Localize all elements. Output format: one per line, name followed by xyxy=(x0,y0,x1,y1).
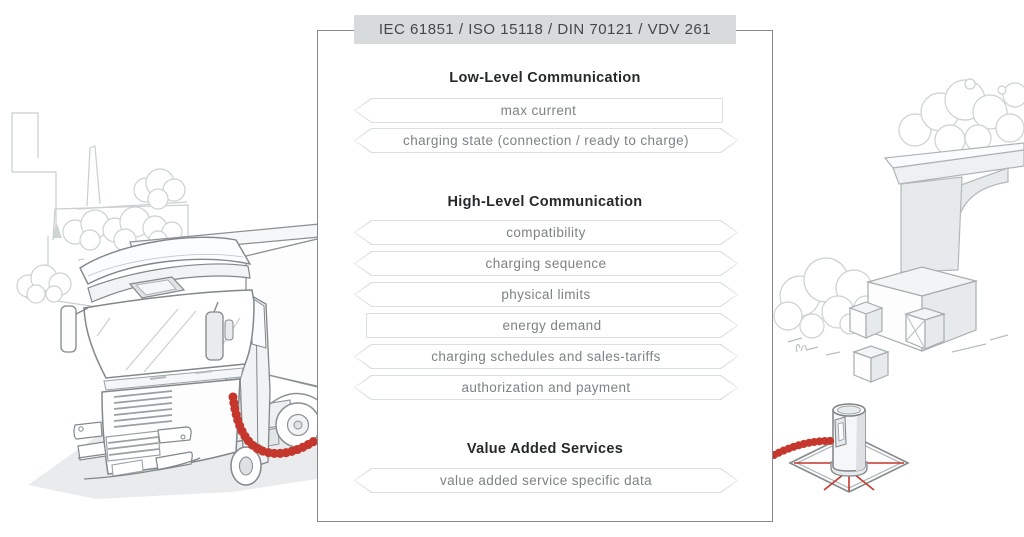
grass-marks xyxy=(787,334,1009,356)
flow-item-compatibility: compatibility xyxy=(354,220,738,245)
flow-item-label: authorization and payment xyxy=(461,380,631,395)
flow-item-label: charging schedules and sales-tariffs xyxy=(431,349,661,364)
flow-item-label: value added service specific data xyxy=(439,473,653,488)
concrete-blocks xyxy=(848,266,979,383)
flow-item-charging-schedules: charging schedules and sales-tariffs xyxy=(354,344,738,369)
standards-panel: IEC 61851 / ISO 15118 / DIN 70121 / VDV … xyxy=(317,15,773,522)
flow-item-charging-sequence: charging sequence xyxy=(354,251,738,276)
flow-item-label: max current xyxy=(500,103,577,118)
flow-item-authorization-payment: authorization and payment xyxy=(354,375,738,400)
section-title-low-level: Low-Level Communication xyxy=(449,70,641,86)
flow-item-charging-state: charging state (connection / ready to ch… xyxy=(354,128,738,153)
flow-item-label: physical limits xyxy=(501,287,591,302)
flow-item-label: charging state (connection / ready to ch… xyxy=(403,133,689,148)
coiled-cable-right xyxy=(770,436,838,459)
flow-item-max-current: max current xyxy=(354,98,723,123)
bushes-left xyxy=(16,168,186,304)
section-title-high-level: High-Level Communication xyxy=(447,194,643,210)
flow-item-physical-limits: physical limits xyxy=(354,282,738,307)
bushes-right-top xyxy=(898,78,1024,156)
flow-item-label: energy demand xyxy=(502,318,602,333)
charging-station xyxy=(788,403,910,493)
flow-item-label: compatibility xyxy=(506,225,586,240)
flow-item-value-added-data: value added service specific data xyxy=(354,468,738,493)
standards-header: IEC 61851 / ISO 15118 / DIN 70121 / VDV … xyxy=(354,15,736,44)
flow-item-energy-demand: energy demand xyxy=(366,313,738,338)
pillar-structure xyxy=(883,142,1024,273)
flow-item-label: charging sequence xyxy=(485,256,607,271)
section-title-value-added: Value Added Services xyxy=(466,441,624,457)
truck-cab xyxy=(60,236,271,486)
coiled-cable-left xyxy=(228,392,321,458)
